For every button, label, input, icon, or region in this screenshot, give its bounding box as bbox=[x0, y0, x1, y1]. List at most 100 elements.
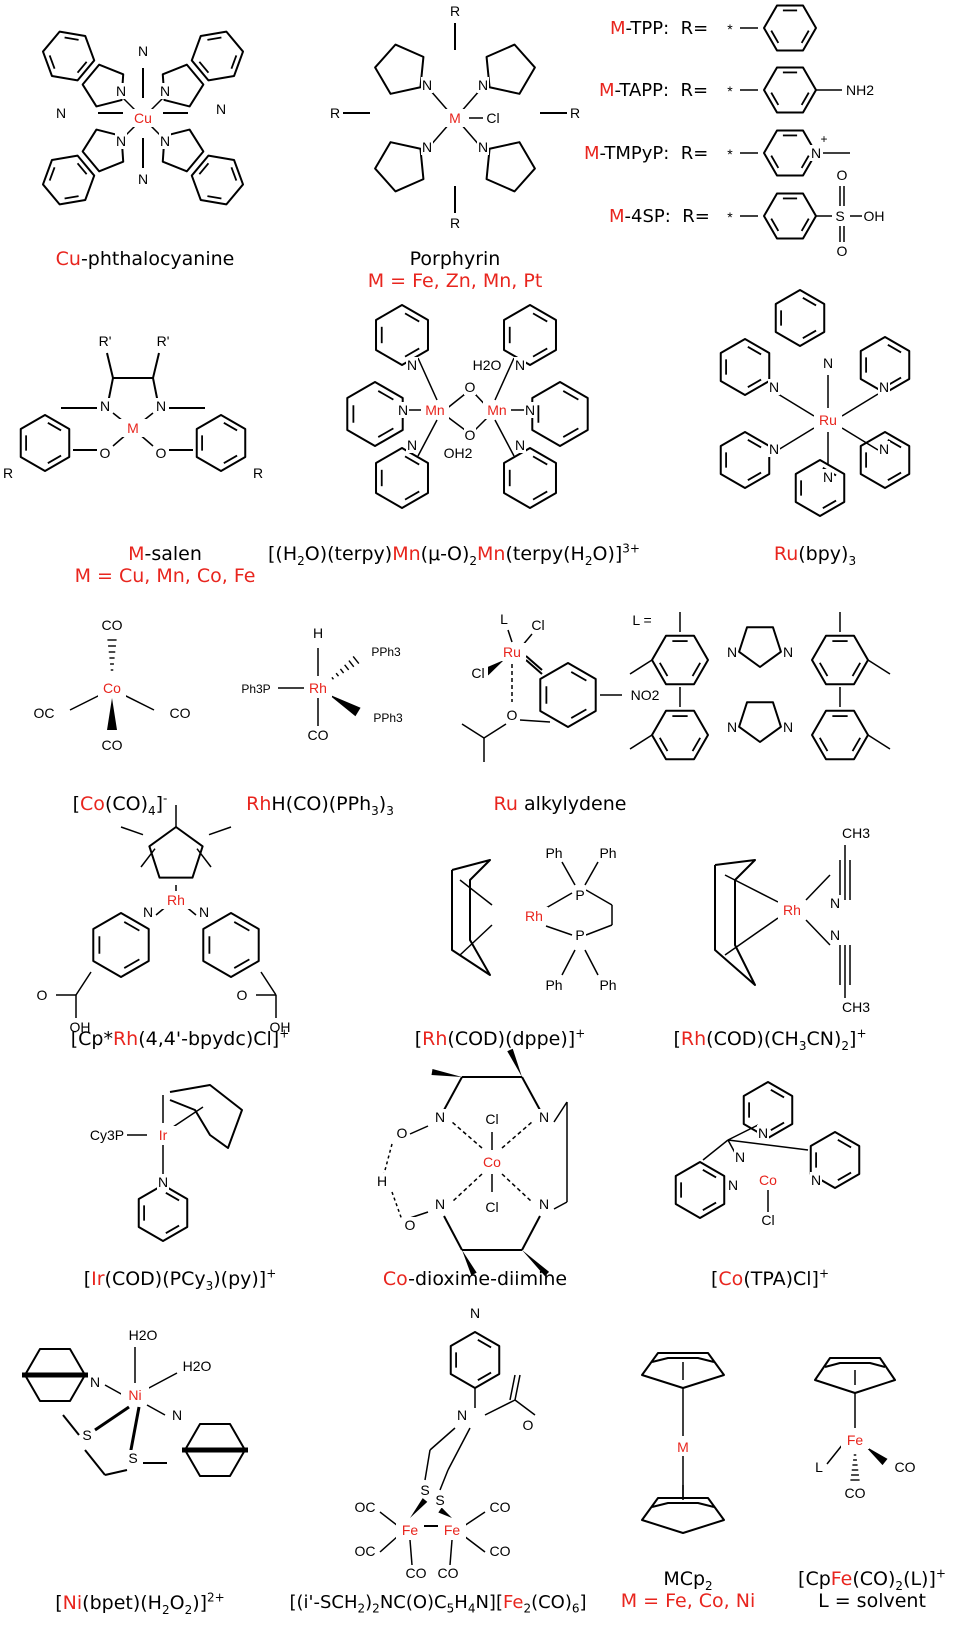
ring-bond bbox=[503, 304, 557, 366]
bond bbox=[584, 861, 599, 886]
bond bbox=[76, 61, 88, 74]
label-bg bbox=[36, 987, 48, 1003]
bond bbox=[519, 719, 551, 723]
label-bg bbox=[129, 1327, 157, 1343]
bond bbox=[230, 55, 238, 70]
bond bbox=[443, 1215, 463, 1251]
ring-bond bbox=[449, 1331, 501, 1389]
bond bbox=[747, 378, 762, 388]
bond bbox=[887, 344, 902, 354]
caption-sup: + bbox=[818, 1266, 830, 1281]
caption-cpfe: [CpFe(CO)2(L)]+ L = solvent bbox=[772, 1568, 972, 1612]
bond bbox=[532, 347, 548, 358]
ring-bond bbox=[763, 4, 817, 52]
label-bg bbox=[444, 445, 472, 461]
label-bg bbox=[119, 419, 147, 437]
atom-label-Ph3P: Ph3P bbox=[241, 682, 270, 696]
bond bbox=[379, 1535, 399, 1553]
bond bbox=[449, 1539, 453, 1566]
atom-label-Mn: Mn bbox=[487, 402, 506, 418]
bond bbox=[198, 162, 210, 175]
bond bbox=[331, 676, 334, 680]
ring-bond bbox=[651, 634, 709, 686]
ring-bond bbox=[374, 141, 425, 193]
caption-sup: + bbox=[856, 1026, 867, 1041]
atom-label-N: N bbox=[398, 402, 408, 418]
caption-mcp2: MCp2 M = Fe, Co, Ni bbox=[608, 1568, 768, 1612]
bond bbox=[501, 1121, 533, 1149]
caption-sub: 3 bbox=[798, 1038, 807, 1053]
tpp-name: -TPP: bbox=[625, 18, 670, 39]
caption-metals: M = Cu, Mn, Co, Fe bbox=[74, 565, 256, 587]
bond bbox=[494, 419, 515, 457]
ring-bond bbox=[641, 1497, 725, 1534]
atom-label-O: O bbox=[465, 379, 476, 395]
caption-sup: + bbox=[935, 1566, 946, 1581]
caption-text: L = solvent bbox=[818, 1590, 926, 1612]
label-bg bbox=[215, 101, 227, 117]
bond bbox=[75, 971, 92, 996]
ring-bond bbox=[485, 141, 536, 193]
label-bg bbox=[569, 105, 581, 121]
atom-label-S: S bbox=[128, 1450, 137, 1466]
bond bbox=[477, 1339, 492, 1349]
bond bbox=[223, 422, 238, 432]
atom-label-N: N bbox=[216, 101, 226, 117]
bond bbox=[819, 662, 829, 677]
atom-label-O: O bbox=[100, 445, 111, 461]
ring-bond bbox=[92, 912, 150, 978]
label-bg bbox=[758, 1212, 778, 1228]
bond bbox=[477, 1371, 492, 1381]
caption-sub: 3 bbox=[371, 803, 379, 818]
label-bg bbox=[524, 402, 536, 418]
atom-label-OC: OC bbox=[34, 705, 55, 721]
label-bg bbox=[598, 977, 618, 993]
label-bg bbox=[810, 145, 822, 161]
atom-label-PPh3: PPh3 bbox=[373, 711, 403, 725]
caption-salen: M-salen M = Cu, Mn, Co, Fe bbox=[40, 543, 290, 587]
atom-label-N: N bbox=[539, 1196, 549, 1212]
atom-label-OH: OH bbox=[70, 1019, 91, 1035]
label-bg bbox=[734, 1149, 746, 1165]
atom-label-star: * bbox=[727, 209, 733, 225]
label-bg bbox=[598, 845, 618, 861]
ring-bond bbox=[738, 626, 782, 668]
tmpyp-metal: M bbox=[584, 143, 600, 164]
caption-text: NC(O)C bbox=[379, 1592, 447, 1613]
label-bg bbox=[498, 611, 510, 627]
atom-label-Ru: Ru bbox=[503, 644, 521, 660]
atom-label-N: N bbox=[407, 437, 417, 453]
label-bg bbox=[236, 987, 248, 1003]
atom-label-N: N bbox=[407, 357, 417, 373]
label-bg bbox=[449, 215, 461, 231]
label-bg bbox=[727, 1177, 739, 1193]
atom-label-OC: OC bbox=[355, 1543, 376, 1559]
caption-text: [ bbox=[673, 1028, 681, 1050]
ring-bond bbox=[190, 30, 245, 82]
4sp-legend-row: M-4SP: R= bbox=[609, 206, 710, 227]
label-bg bbox=[757, 1125, 769, 1141]
bond bbox=[800, 155, 810, 169]
label-bg bbox=[198, 904, 210, 920]
atom-label-OH: OH bbox=[270, 1019, 291, 1035]
bond bbox=[521, 1215, 541, 1251]
atom-label-N: N bbox=[811, 145, 821, 161]
label-bg bbox=[355, 1499, 375, 1515]
caption-text: ] bbox=[849, 1028, 857, 1050]
atom-label-Ir: Ir bbox=[159, 1127, 168, 1143]
bond bbox=[409, 1539, 413, 1566]
caption-metal: Rh bbox=[246, 793, 272, 815]
atom-label-PPh3: PPh3 bbox=[371, 645, 401, 659]
bond bbox=[659, 737, 669, 752]
atom-label-Cl: Cl bbox=[485, 1199, 498, 1215]
label-bg bbox=[834, 208, 846, 224]
bond bbox=[507, 629, 513, 643]
atom-label-O: O bbox=[507, 707, 518, 723]
caption-sub: 2 bbox=[841, 1038, 850, 1053]
ring-bond bbox=[651, 709, 709, 761]
atom-label-O: O bbox=[405, 1217, 416, 1233]
label-bg bbox=[419, 1482, 431, 1498]
ring-bond bbox=[190, 154, 245, 206]
bond bbox=[867, 659, 891, 675]
label-bg bbox=[396, 1521, 424, 1539]
